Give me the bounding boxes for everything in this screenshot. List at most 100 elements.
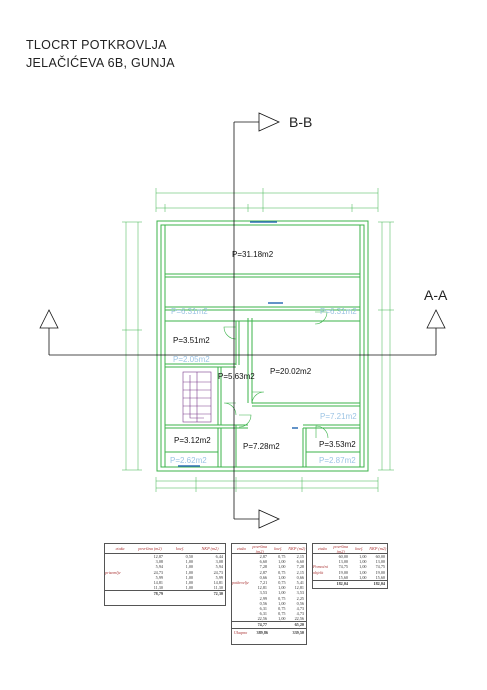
room-area-label: P=7.28m2 bbox=[243, 442, 280, 451]
table-cell: objekt bbox=[313, 569, 324, 575]
table-cell: 6,31 bbox=[259, 605, 267, 611]
area-table-ground-floor: etaža površina (m2) koef. NKP (m2) 12,87… bbox=[104, 543, 226, 606]
faded-area-label: P=6.31m2 bbox=[171, 307, 208, 316]
table-cell: 1,00 bbox=[278, 564, 286, 570]
section-line-bb bbox=[233, 112, 280, 529]
table-cell bbox=[313, 581, 332, 586]
drawing-subtitle: JELAČIĆEVA 6B, GUNJA bbox=[26, 56, 175, 70]
table-cell: prizemlje bbox=[105, 569, 121, 575]
table-header-cell: površina (m2) bbox=[333, 543, 349, 554]
table-cell: 6,31 bbox=[259, 611, 267, 617]
dimension-lines bbox=[122, 188, 394, 492]
table-cell: 0,56 bbox=[296, 600, 304, 606]
table-cell: 15,60 bbox=[375, 574, 385, 580]
table-cell: 22,56 bbox=[294, 616, 304, 622]
table-cell: 3,08 bbox=[155, 559, 163, 565]
table-cell: 1,00 bbox=[278, 559, 286, 565]
room-area-label: P=3.53m2 bbox=[319, 440, 356, 449]
table-cell: 1,00 bbox=[278, 600, 286, 606]
windows bbox=[178, 221, 298, 467]
staircase bbox=[182, 371, 212, 423]
table-cell: 19,00 bbox=[338, 569, 348, 575]
table-header-cell: etaža bbox=[115, 546, 125, 551]
table-cell: 74,75 bbox=[338, 564, 348, 570]
table-cell bbox=[165, 591, 195, 596]
table-cell: 0,66 bbox=[259, 574, 267, 580]
faded-area-label: P=2.62m2 bbox=[170, 456, 207, 465]
table-row: 2,87 0,75 2,15 bbox=[232, 570, 306, 575]
table-cell: 1,00 bbox=[359, 559, 367, 565]
table-cell: 78,79 bbox=[153, 591, 163, 597]
table-cell: 60,00 bbox=[375, 554, 385, 559]
table-cell: 72,30 bbox=[213, 591, 223, 597]
table-cell: 1,00 bbox=[185, 585, 193, 591]
table-cell: 12,81 bbox=[257, 585, 267, 591]
faded-area-label: P=7.21m2 bbox=[320, 412, 357, 421]
table-cell: 3,53 bbox=[296, 590, 304, 596]
table-cell: 2,15 bbox=[296, 569, 304, 575]
table-cell: 4,73 bbox=[296, 605, 304, 611]
table-cell: 182,04 bbox=[336, 580, 348, 586]
table-header-cell: NKP (m2) bbox=[201, 546, 219, 551]
table-cell: 5,99 bbox=[155, 574, 163, 580]
table-cell: 1,00 bbox=[278, 585, 286, 591]
table-header-cell: NKP (m2) bbox=[369, 546, 387, 551]
faded-area-label: P=6.31m2 bbox=[320, 307, 357, 316]
table-header: etaža površina (m2) koef. NKP (m2) bbox=[232, 544, 306, 554]
table-cell: 389,86 bbox=[256, 629, 268, 635]
table-sum-row: 78,79 72,30 bbox=[105, 590, 225, 596]
table-cell: 6,44 bbox=[215, 554, 223, 559]
table-cell: 1,00 bbox=[185, 559, 193, 565]
table-cell bbox=[270, 629, 288, 636]
table-row: 6,31 0,75 4,73 bbox=[232, 606, 306, 611]
table-header: etaža površina (m2) koef. NKP (m2) bbox=[313, 544, 387, 554]
table-header-cell: etaža bbox=[236, 546, 246, 551]
table-cell: 5,99 bbox=[215, 574, 223, 580]
table-cell: 0,75 bbox=[278, 569, 286, 575]
table-cell: 2,87 bbox=[259, 569, 267, 575]
table-cell: 2,25 bbox=[296, 595, 304, 601]
table-cell: 1,00 bbox=[278, 590, 286, 596]
table-cell: 60,00 bbox=[338, 554, 348, 559]
table-cell: 19,00 bbox=[375, 569, 385, 575]
table-header-cell: NKP (m2) bbox=[288, 546, 306, 551]
section-label-aa: A-A bbox=[424, 287, 448, 303]
table-cell: 6,60 bbox=[296, 559, 304, 565]
table-cell: Pomoćni bbox=[313, 564, 328, 570]
table-cell: 5,41 bbox=[296, 579, 304, 585]
table-cell: 1,00 bbox=[278, 574, 286, 580]
table-cell: 24,73 bbox=[153, 569, 163, 575]
table-cell: 7,28 bbox=[259, 564, 267, 570]
table-cell: 12,87 bbox=[153, 554, 163, 559]
table-cell bbox=[232, 622, 251, 627]
faded-area-label: P=2.05m2 bbox=[173, 355, 210, 364]
table-cell bbox=[313, 575, 332, 580]
table-cell: 1,00 bbox=[359, 564, 367, 570]
table-cell: 5,94 bbox=[215, 564, 223, 570]
table-cell: 12,81 bbox=[294, 585, 304, 591]
table-cell: 0,75 bbox=[278, 605, 286, 611]
table-cell: 7,21 bbox=[259, 579, 268, 585]
section-line-aa bbox=[39, 309, 446, 356]
table-cell: 1,00 bbox=[185, 569, 193, 575]
table-cell bbox=[105, 585, 135, 590]
table-cell: 74,77 bbox=[257, 622, 267, 628]
table-cell: 13,00 bbox=[375, 559, 385, 565]
table-cell bbox=[232, 616, 251, 621]
table-cell: 15,60 bbox=[338, 574, 348, 580]
table-header-cell: površina (m2) bbox=[138, 546, 162, 551]
